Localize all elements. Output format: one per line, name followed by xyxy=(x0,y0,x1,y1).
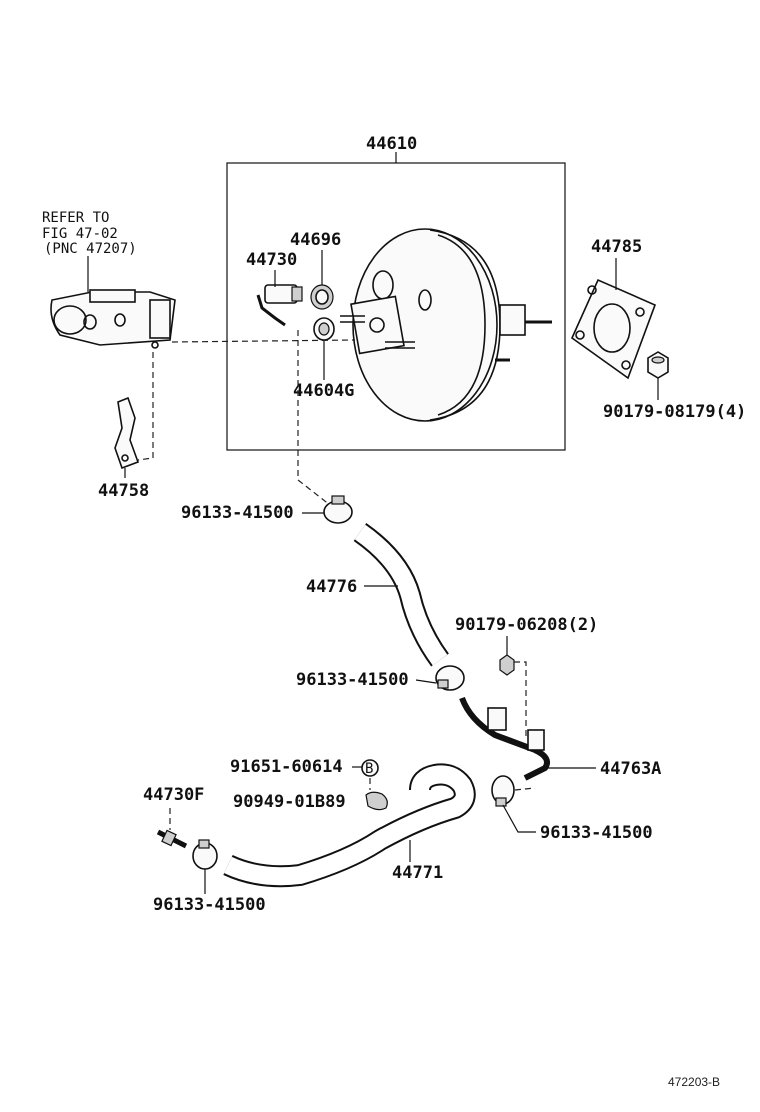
gasket xyxy=(571,278,657,380)
refer-line-1: REFER TO xyxy=(42,210,109,226)
union xyxy=(156,829,188,849)
clip xyxy=(365,791,388,811)
clamp-top xyxy=(323,495,353,524)
label-check-valve: 44730 xyxy=(246,250,297,270)
label-union: 44730F xyxy=(143,785,204,805)
pipe xyxy=(459,696,550,781)
refer-line-2: FIG 47-02 xyxy=(42,226,118,242)
label-gasket: 44785 xyxy=(591,237,642,257)
label-clamp-right: 96133-41500 xyxy=(540,823,653,843)
dash-valve-clamp xyxy=(297,330,331,506)
dash-cylinder-booster xyxy=(171,339,356,343)
footer-code: 472203-B xyxy=(668,1075,720,1089)
callout-b: B xyxy=(365,761,373,777)
clamp-right xyxy=(491,775,515,807)
label-clip: 90949-01B89 xyxy=(233,792,346,812)
label-pipe: 44763A xyxy=(600,759,661,779)
hose-upper-inner xyxy=(354,524,448,666)
label-clamp-bottom: 96133-41500 xyxy=(153,895,266,915)
label-screw: 91651-60614 xyxy=(230,757,343,777)
nut-small xyxy=(499,654,515,676)
grommet xyxy=(310,284,334,310)
clamp-bottom xyxy=(192,839,218,870)
leader-clamp-right xyxy=(502,804,536,833)
label-nut-4: 90179-08179(4) xyxy=(603,402,746,422)
label-hose-lower: 44771 xyxy=(392,863,443,883)
dash-bracket xyxy=(137,352,154,461)
refer-line-3: (PNC 47207) xyxy=(44,241,137,257)
label-hose-upper: 44776 xyxy=(306,577,357,597)
label-booster-assembly: 44610 xyxy=(366,134,417,154)
label-seal: 44604G xyxy=(293,381,354,401)
label-bracket: 44758 xyxy=(98,481,149,501)
clamp-mid xyxy=(435,665,465,691)
leader-clamp-mid xyxy=(415,679,437,684)
master-cylinder xyxy=(50,289,176,349)
label-grommet: 44696 xyxy=(290,230,341,250)
callout-b-circle xyxy=(361,759,379,777)
label-clamp-top: 96133-41500 xyxy=(181,503,294,523)
brake-booster xyxy=(340,228,552,422)
bracket xyxy=(114,396,140,470)
check-valve xyxy=(256,284,303,327)
dash-clamp-right xyxy=(514,787,536,791)
label-clamp-mid: 96133-41500 xyxy=(296,670,409,690)
nut-large xyxy=(647,351,669,379)
label-nut-2: 90179-06208(2) xyxy=(455,615,598,635)
dash-nut-pipe xyxy=(514,661,527,740)
hose-lower-inner xyxy=(224,765,474,886)
seal xyxy=(313,317,335,341)
